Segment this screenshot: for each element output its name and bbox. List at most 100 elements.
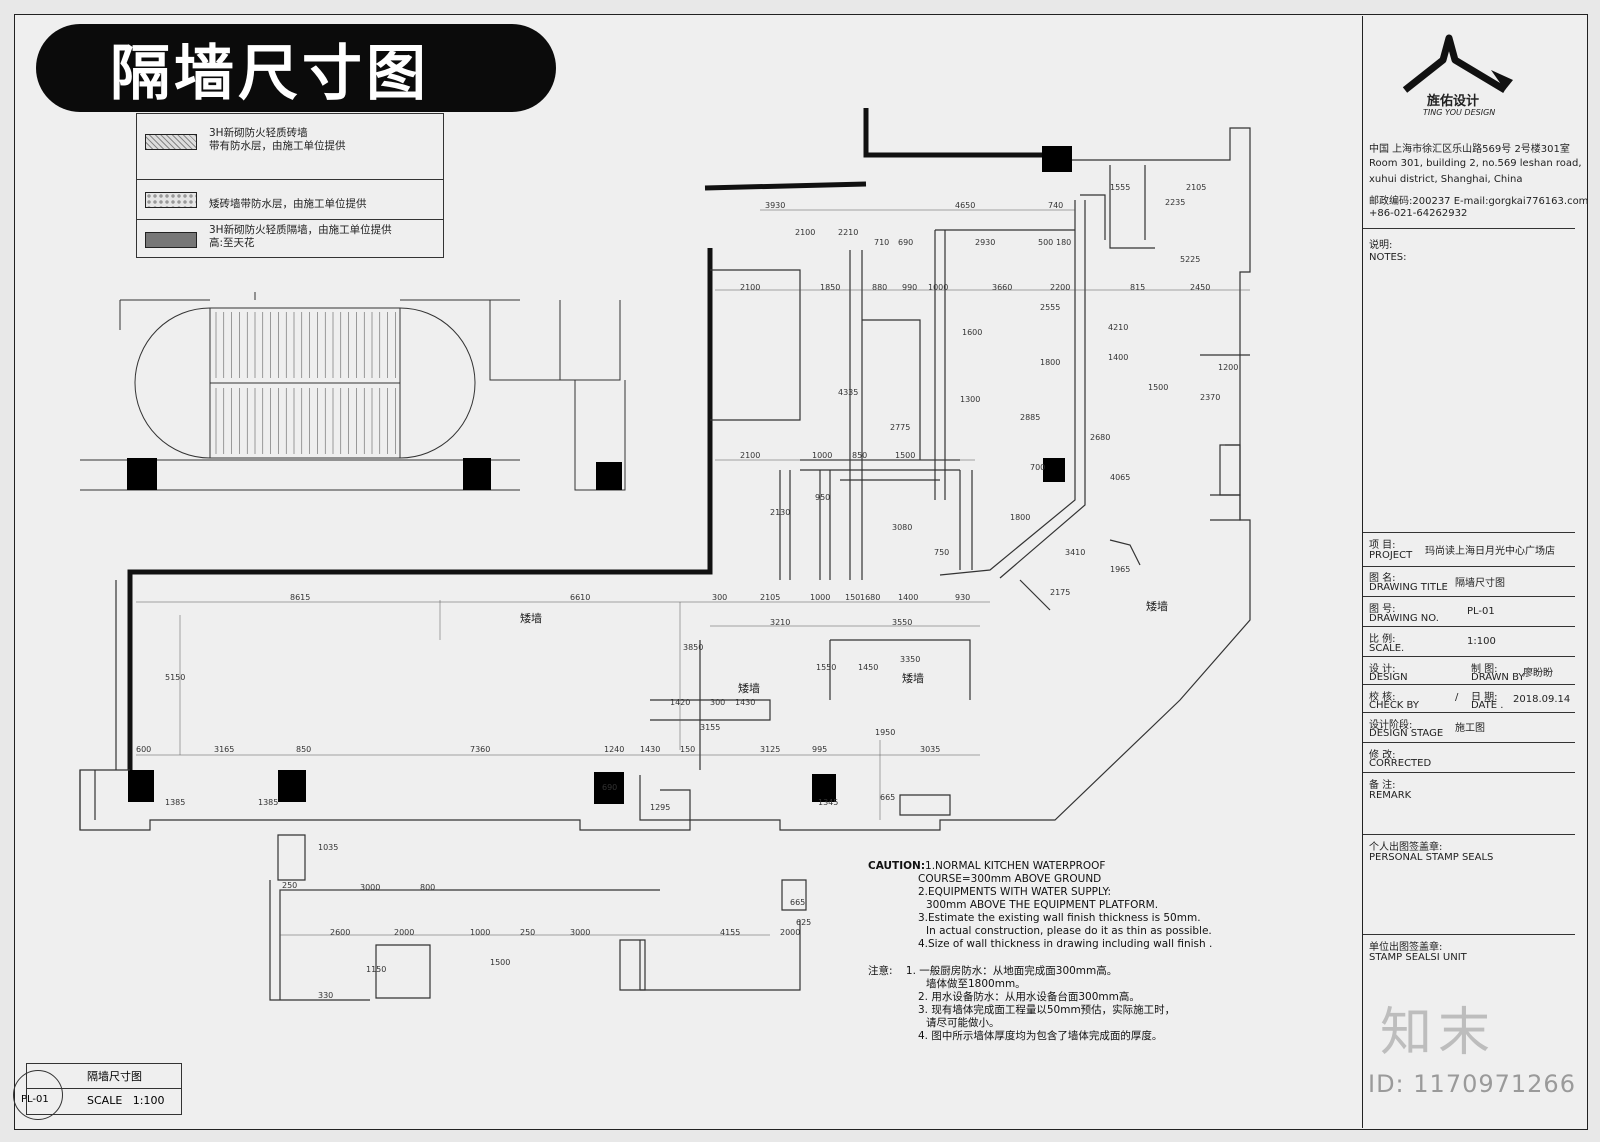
- shaft-walls: [559, 300, 626, 491]
- dimension-text: 4335: [838, 388, 858, 397]
- dimension-text: 1420: [670, 698, 690, 707]
- drawn-value: 廖盼盼: [1523, 668, 1553, 679]
- design-label-en: DESIGN: [1369, 672, 1408, 683]
- dimension-text: 1150: [366, 965, 386, 974]
- dimension-text: 2680: [1090, 433, 1110, 442]
- dimension-text: 3080: [892, 523, 912, 532]
- stage-value: 施工图: [1455, 723, 1485, 734]
- legend: 3H新砌防火轻质砖墙带有防水层，由施工单位提供 矮砖墙带防水层，由施工单位提供 …: [136, 113, 444, 258]
- legend-text: 3H新砌防火轻质隔墙，由施工单位提供高:至天花: [209, 224, 392, 249]
- existing-wall: [704, 181, 867, 191]
- scale-label-cn: 比 例:: [1369, 634, 1396, 645]
- dimension-text: 6610: [570, 593, 590, 602]
- columns: [127, 146, 1072, 804]
- dimension-text: 2235: [1165, 198, 1185, 207]
- dimension-text: 2930: [975, 238, 995, 247]
- column: [812, 774, 836, 802]
- dimension-text: 1680: [860, 593, 880, 602]
- caution-line: In actual construction, please do it as …: [926, 925, 1212, 937]
- dimension-text: 2885: [1020, 413, 1040, 422]
- column: [1043, 458, 1065, 482]
- cn-note-line: 2. 用水设备防水：从用水设备台面300mm高。: [918, 991, 1140, 1003]
- dimension-text: 995: [812, 745, 827, 754]
- dimension-text: 2600: [330, 928, 350, 937]
- low-wall-label: 矮墙: [520, 611, 542, 625]
- dimension-text: 3410: [1065, 548, 1085, 557]
- dimension-text: 1000: [928, 283, 948, 292]
- date-label-en: DATE .: [1471, 700, 1504, 711]
- dimension-text: 1950: [875, 728, 895, 737]
- dimension-text: 850: [296, 745, 311, 754]
- drawing-title-value: 隔墙尺寸图: [1455, 578, 1505, 589]
- caution-title: CAUTION:: [868, 860, 926, 872]
- dimension-text: 3155: [700, 723, 720, 732]
- legend-swatch-low-wall: [145, 192, 197, 208]
- dimension-text: 2000: [394, 928, 414, 937]
- dimension-text: 1800: [1040, 358, 1060, 367]
- low-wall-labels: 矮墙 矮墙 矮墙 矮墙: [520, 599, 1168, 695]
- postcode-email: 邮政编码:200237 E-mail:gorgkai776163.com: [1369, 196, 1589, 207]
- dimension-text: 950: [815, 493, 830, 502]
- dimension-text: 3000: [570, 928, 590, 937]
- column: [1042, 146, 1072, 172]
- dimension-text: 700: [1030, 463, 1045, 472]
- notes-block: CAUTION:1.NORMAL KITCHEN WATERPROOF COUR…: [868, 860, 1212, 1043]
- dimension-text: 7360: [470, 745, 490, 754]
- column: [278, 770, 306, 802]
- dimension-text: 750: [934, 548, 949, 557]
- dimension-text: 1035: [318, 843, 338, 852]
- scale-value: 1:100: [1467, 636, 1496, 647]
- dimension-text: 2000: [780, 928, 800, 937]
- dimension-text: 2450: [1190, 283, 1210, 292]
- dimension-text: 2370: [1200, 393, 1220, 402]
- column: [128, 770, 154, 802]
- dimension-text: 4065: [1110, 473, 1130, 482]
- dimension-text: 1500: [895, 451, 915, 460]
- drawing-no-label-en: DRAWING NO.: [1369, 613, 1439, 624]
- drawn-label-en: DRAWN BY: [1471, 672, 1525, 683]
- dimension-text: 1345: [818, 798, 838, 807]
- logo-roof-icon: [1402, 34, 1513, 94]
- check-label-en: CHECK BY: [1369, 700, 1419, 711]
- stair-side-wall: [489, 300, 560, 381]
- page-title-text: 隔墙尺寸图: [110, 38, 430, 109]
- dimension-text: 150: [680, 745, 695, 754]
- date-label-cn: 日 期:: [1471, 692, 1498, 703]
- dimension-text: 625: [796, 918, 811, 927]
- notes-label-en: NOTES:: [1369, 252, 1407, 263]
- remark-label-en: REMARK: [1369, 790, 1412, 801]
- dimension-text: 850: [852, 451, 867, 460]
- caution-line: 1.NORMAL KITCHEN WATERPROOF: [925, 860, 1106, 872]
- legend-text: 矮砖墙带防水层，由施工单位提供: [209, 198, 367, 210]
- drawing-no-value: PL-01: [1467, 606, 1495, 617]
- dimension-text: 1500: [1148, 383, 1168, 392]
- dimension-text: 2775: [890, 423, 910, 432]
- scale-label-en: SCALE.: [1369, 643, 1405, 654]
- column: [127, 458, 157, 490]
- stair-walls: [119, 292, 520, 330]
- logo-en: TING YOU DESIGN: [1423, 108, 1496, 117]
- dimension-text: 1400: [1108, 353, 1128, 362]
- dimension-text: 3000: [360, 883, 380, 892]
- project-value: 玛尚读上海日月光中心广场店: [1425, 546, 1555, 557]
- caution-line: 4.Size of wall thickness in drawing incl…: [918, 938, 1213, 950]
- dimension-text: 3850: [683, 643, 703, 652]
- dimension-text: 600: [136, 745, 151, 754]
- drawing-label: 隔墙尺寸图 PL-01 SCALE 1:100: [13, 1063, 182, 1120]
- dimension-text: 4650: [955, 201, 975, 210]
- drawing-no-label-cn: 图 号:: [1369, 604, 1396, 615]
- legend-row-3: 3H新砌防火轻质隔墙，由施工单位提供高:至天花: [137, 220, 443, 257]
- notes-label-cn: 说明:: [1369, 240, 1393, 251]
- dimension-text: 930: [955, 593, 970, 602]
- dimension-text: 1385: [258, 798, 278, 807]
- design-label-cn: 设 计:: [1369, 664, 1396, 675]
- dimension-text: 1800: [1010, 513, 1030, 522]
- dimension-text: 1965: [1110, 565, 1130, 574]
- dimension-text: 330: [318, 991, 333, 1000]
- dimension-text: 710: [874, 238, 889, 247]
- drawn-label-cn: 制 图:: [1471, 664, 1498, 675]
- check-label-cn: 校 核:: [1369, 692, 1396, 703]
- dimension-text: 1000: [810, 593, 830, 602]
- dimension-text: 3660: [992, 283, 1012, 292]
- dimension-text: 1400: [898, 593, 918, 602]
